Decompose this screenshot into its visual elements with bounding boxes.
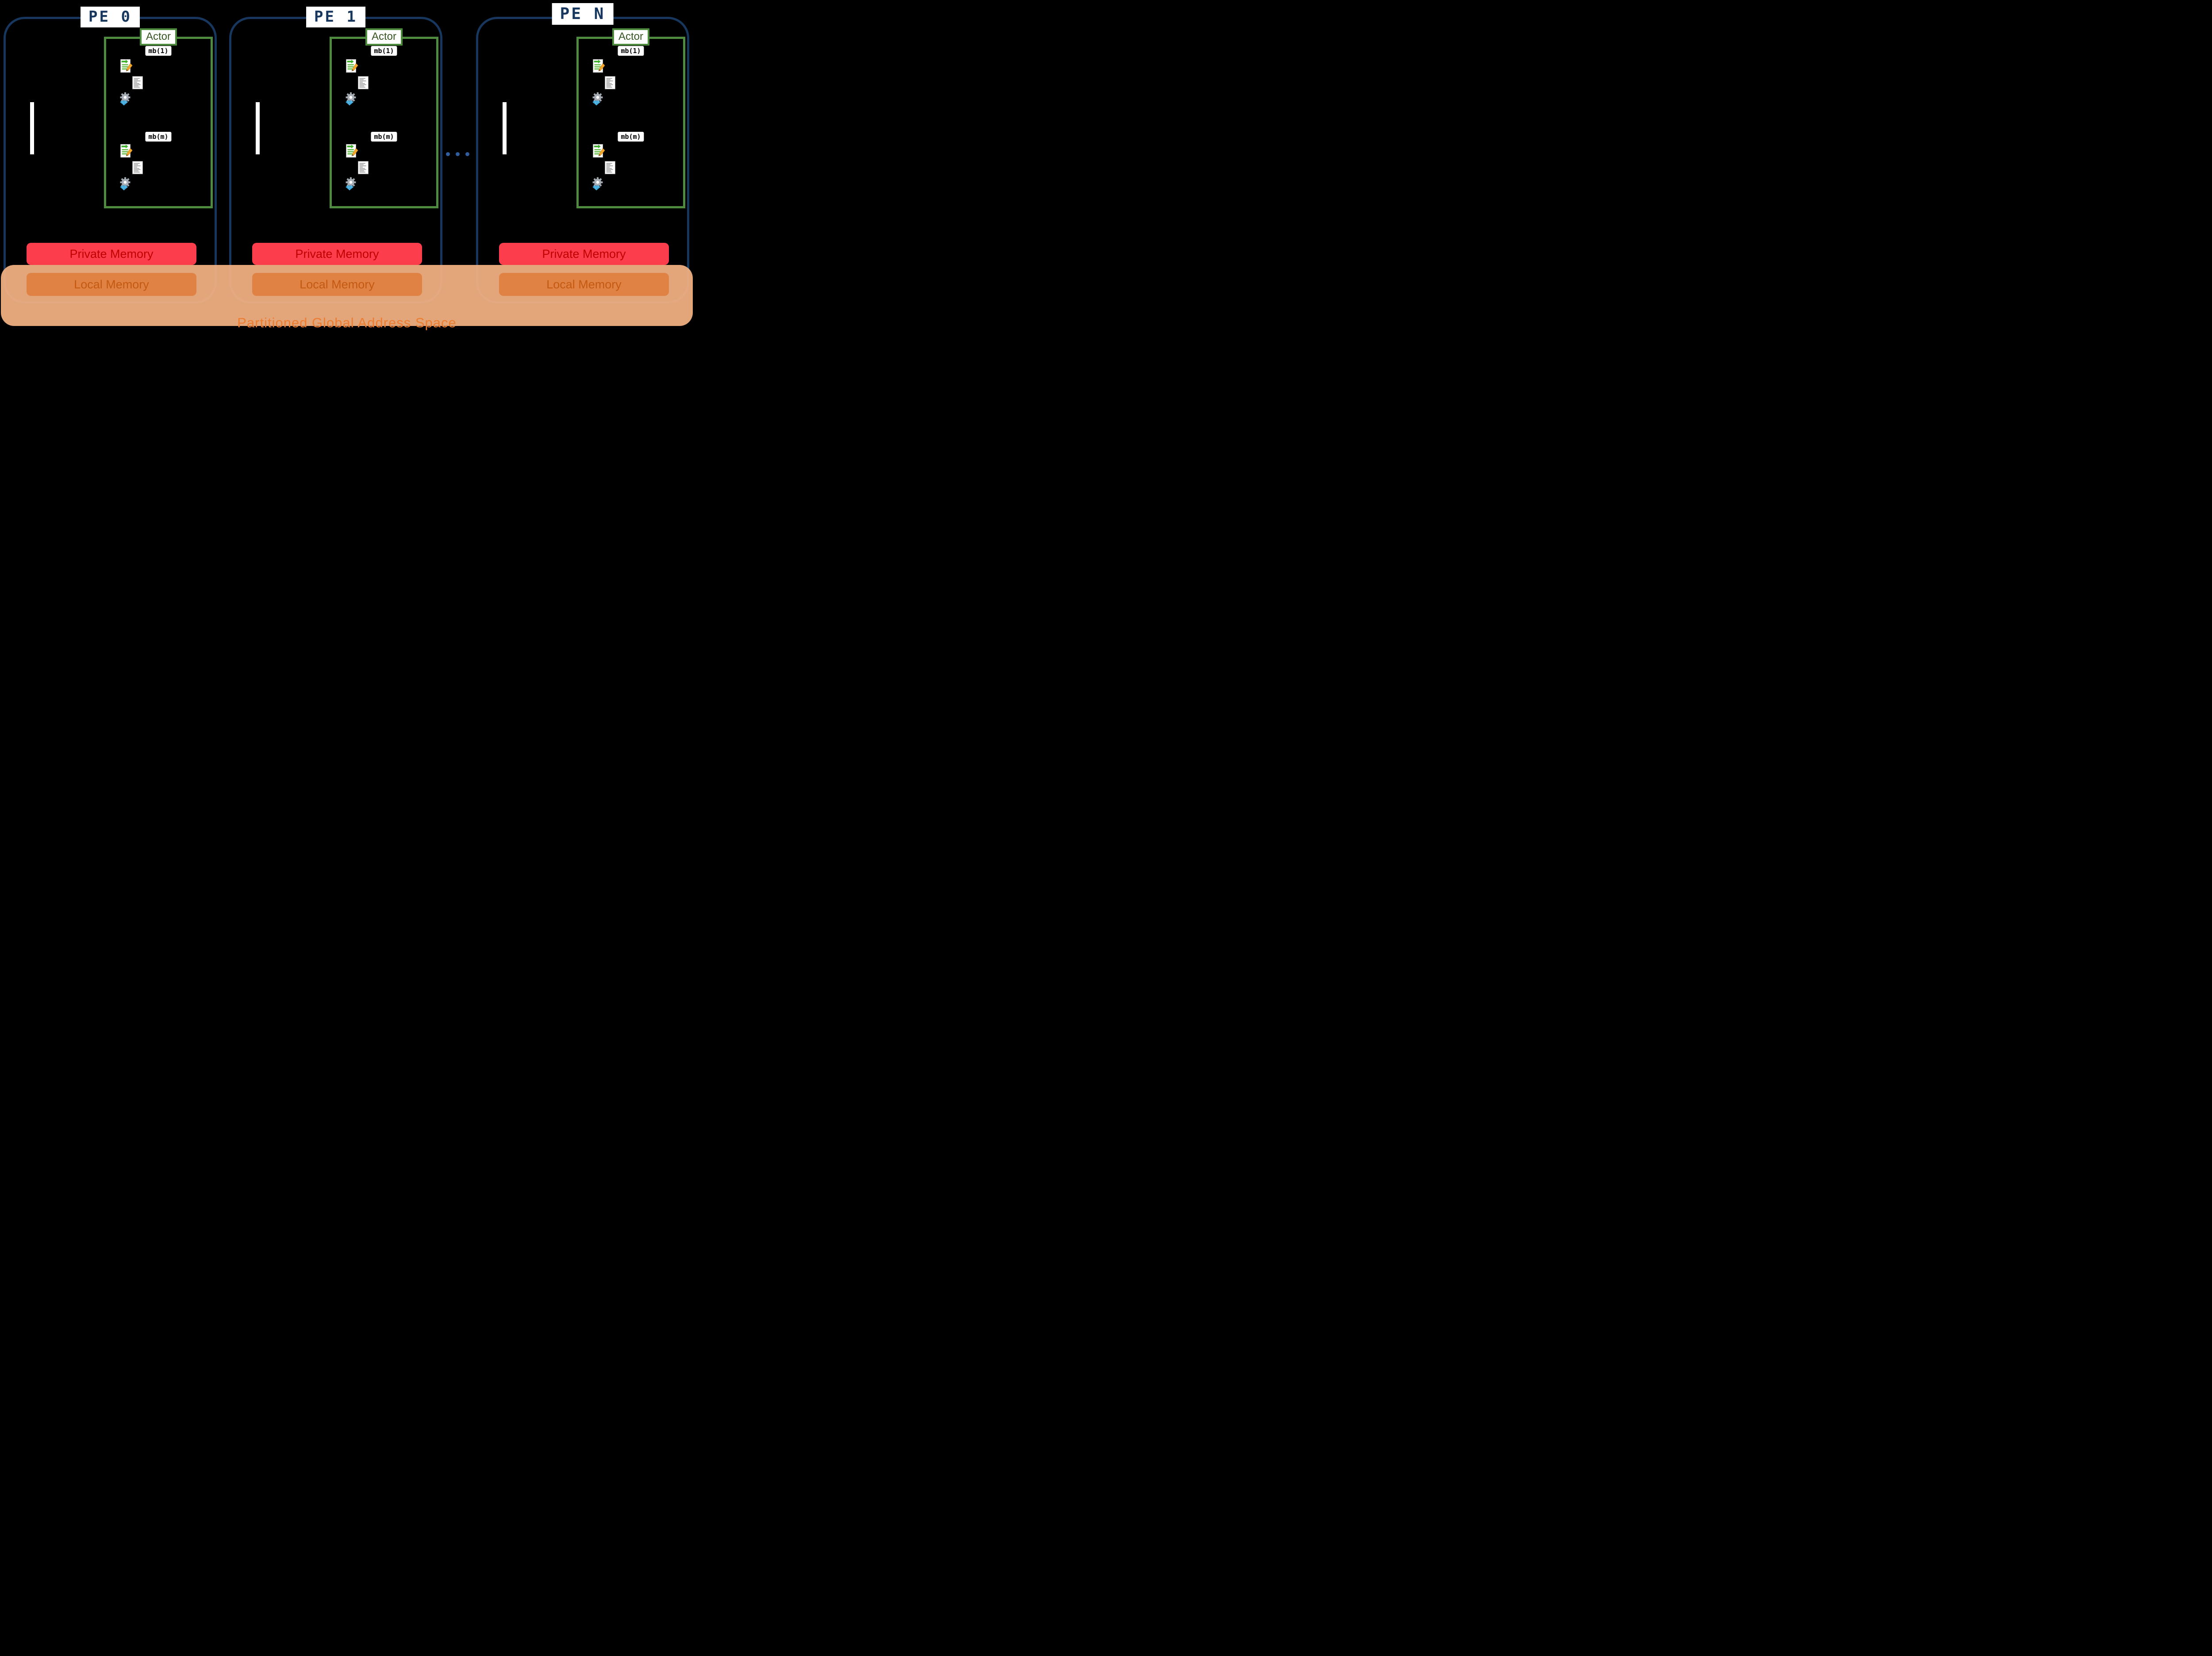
actor-title: Actor: [365, 28, 403, 46]
dot: [456, 152, 460, 156]
gear-icon: [118, 91, 133, 106]
gear-icon: [118, 176, 133, 191]
code-document-icon: [356, 160, 371, 175]
code-document-icon: [603, 160, 618, 175]
local-memory: Local Memory: [27, 273, 196, 296]
mailbox-label: mb(m): [371, 132, 397, 142]
mailbox-label: mb(m): [618, 132, 644, 142]
local-memory: Local Memory: [252, 273, 422, 296]
queue-bar: [30, 102, 34, 154]
actor-title: Actor: [139, 28, 177, 46]
gear-icon: [590, 176, 605, 191]
pe-box-0: PE 0 Actor mb(1) mb(m) Private Memory Lo…: [4, 7, 217, 303]
actor-box: Actor mb(1) mb(m): [576, 28, 685, 208]
gear-icon: [343, 91, 358, 106]
pe-box-1: PE 1 Actor mb(1) mb(m) Private Memory Lo…: [229, 7, 442, 303]
actor-title: Actor: [612, 28, 650, 46]
actor-box: Actor mb(1) mb(m): [330, 28, 438, 208]
queue-bar: [256, 102, 260, 154]
local-memory: Local Memory: [499, 273, 669, 296]
code-document-icon: [130, 160, 145, 175]
mailbox-label: mb(m): [145, 132, 172, 142]
ellipsis-dots: [446, 152, 469, 156]
pe-title: PE 1: [306, 7, 365, 27]
message-document-icon: [344, 143, 359, 158]
mailbox-label: mb(1): [371, 46, 397, 56]
message-document-icon: [344, 58, 359, 73]
pgas-architecture-diagram: PE 0 Actor mb(1) mb(m) Private Memory Lo…: [0, 0, 694, 335]
pgas-title: Partitioned Global Address Space: [237, 315, 457, 330]
message-document-icon: [119, 58, 134, 73]
gear-icon: [590, 91, 605, 106]
queue-bar: [503, 102, 507, 154]
pe-title: PE N: [552, 3, 614, 25]
private-memory: Private Memory: [252, 243, 422, 265]
private-memory: Private Memory: [499, 243, 669, 265]
private-memory: Private Memory: [27, 243, 196, 265]
actor-box: Actor mb(1) mb(m): [104, 28, 213, 208]
pe-box-n: PE N Actor mb(1) mb(m) Private Memory Lo…: [476, 3, 689, 303]
code-document-icon: [356, 75, 371, 90]
dot: [465, 152, 469, 156]
code-document-icon: [603, 75, 618, 90]
pe-title: PE 0: [81, 7, 140, 27]
message-document-icon: [119, 143, 134, 158]
message-document-icon: [591, 143, 606, 158]
code-document-icon: [130, 75, 145, 90]
mailbox-label: mb(1): [618, 46, 644, 56]
gear-icon: [343, 176, 358, 191]
dot: [446, 152, 450, 156]
message-document-icon: [591, 58, 606, 73]
mailbox-label: mb(1): [145, 46, 172, 56]
